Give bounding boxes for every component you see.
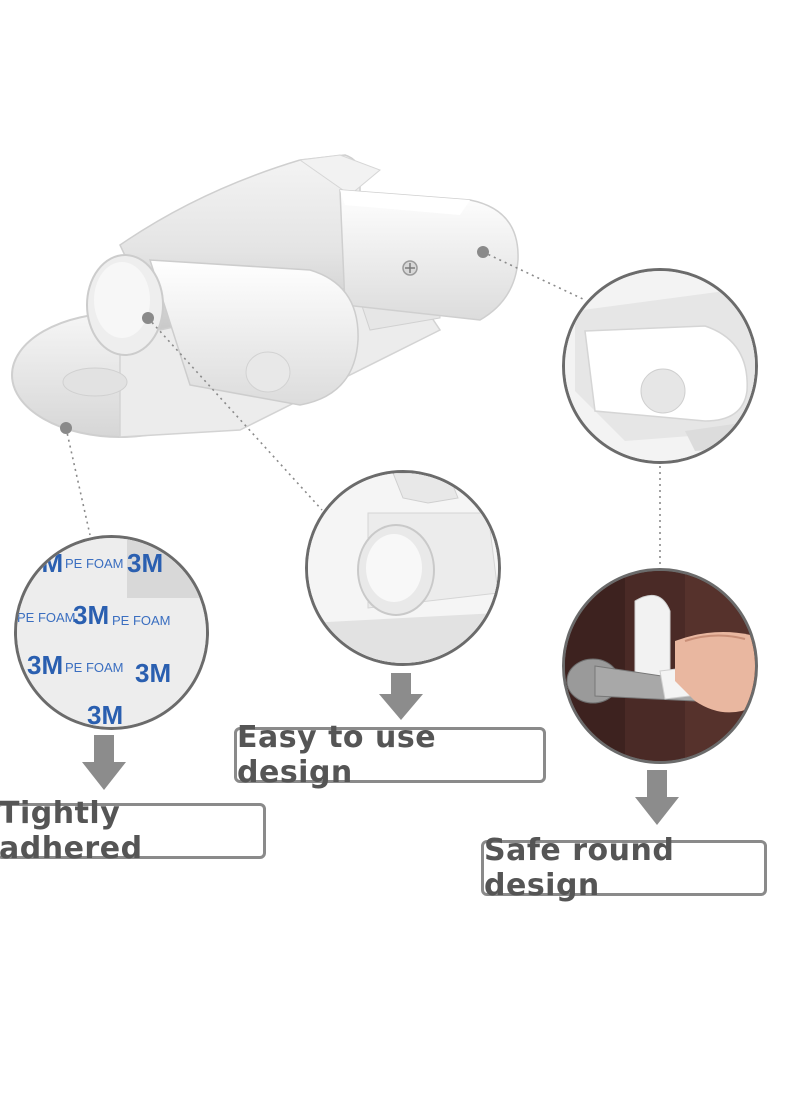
leader-lines — [65, 251, 661, 570]
detail-circle-arm — [562, 268, 758, 464]
foam-material-text: PE FOAM — [65, 556, 124, 571]
down-arrow-icon — [82, 735, 126, 790]
foam-material-text: PE FOAM — [17, 610, 76, 625]
lever-arm-right — [339, 189, 519, 321]
foam-brand-text: 3M — [27, 548, 64, 578]
foam-brand-text: 3M — [127, 548, 164, 578]
callout-safe-round: Safe round design — [481, 833, 767, 903]
lever-arm-front — [86, 254, 359, 406]
callout-tightly-adhered: Tightly adhered — [0, 796, 266, 866]
down-arrow-icon — [635, 770, 679, 825]
foam-brand-text: 3M — [73, 600, 110, 630]
foam-material-text: PE FOAM — [112, 613, 171, 628]
callout-easy-to-use: Easy to use design — [234, 720, 546, 790]
down-arrow-icon — [379, 673, 423, 720]
detail-circle-door-hand — [562, 568, 758, 764]
callout-label: Easy to use design — [237, 720, 437, 790]
foam-brand-text: 3M — [27, 650, 64, 680]
callout-label: Tightly adhered — [0, 796, 143, 866]
detail-circle-foam: 3M PE FOAM 3M PE FOAM 3M PE FOAM 3M PE F… — [14, 535, 209, 730]
callout-label: Safe round design — [484, 833, 675, 903]
foam-brand-text: 3M — [135, 658, 172, 688]
foam-brand-text: 3M — [87, 700, 124, 730]
foam-material-text: PE FOAM — [65, 660, 124, 675]
detail-circle-knob — [305, 470, 501, 666]
